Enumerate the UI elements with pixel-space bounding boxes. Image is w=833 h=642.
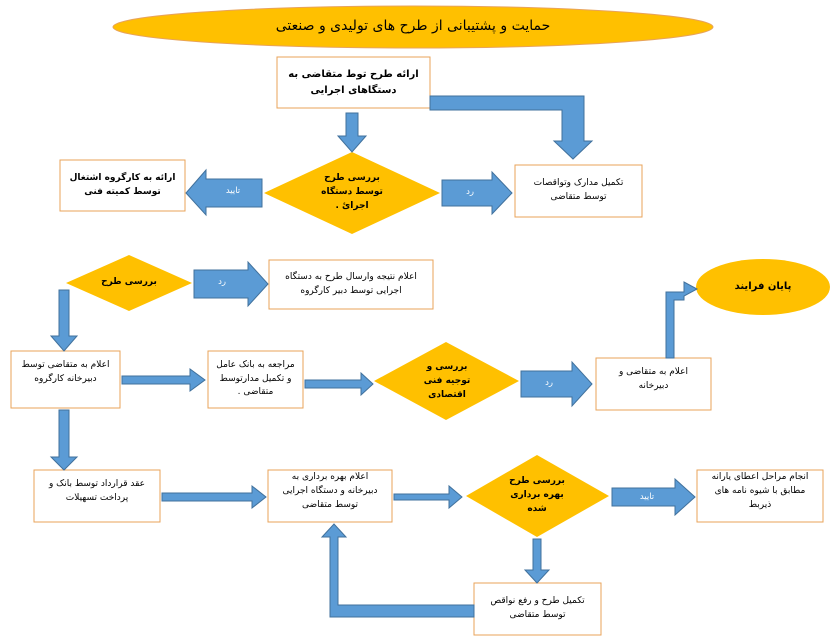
- page-title: حمایت و پشتیبانی از طرح های تولیدی و صنع…: [275, 18, 551, 35]
- arrow-label-approve-1: تایید: [225, 186, 241, 197]
- box-announce-result: [268, 259, 434, 310]
- box-visit-bank: [207, 350, 304, 409]
- label-end: پایان فرایند: [734, 281, 792, 293]
- label-contract: عقد قرارداد توسط بانک و پرداخت تسهیلات: [48, 479, 146, 503]
- label-announce-result: اعلام نتیجه وارسال طرح به دستگاه اجرایی …: [285, 271, 417, 296]
- arrow-notify-to-contract: [49, 409, 79, 471]
- box-notify-secretariat: [595, 357, 712, 411]
- label-submit-plan: ارائه طرح توط متقاضی به دستگاهای اجرایی: [288, 69, 419, 96]
- arrow-fix-to-report: [320, 523, 475, 618]
- box-report-usage: [267, 469, 393, 523]
- label-review-agency: بررسی طرح توسط دستگاه اجرائ .: [321, 173, 383, 211]
- arrow-to-end: [665, 281, 699, 359]
- arrows: [49, 95, 699, 618]
- label-fix-defects: تکمیل طرح و رفع نواقص توسط متقاضی: [490, 596, 585, 620]
- arrow-reject-3: [520, 360, 593, 408]
- end-ellipse: [696, 259, 830, 315]
- arrow-label-reject-2: رد: [218, 277, 226, 288]
- label-review-usage: بررسی طرح بهره برداری شده: [509, 476, 565, 514]
- label-notify-applicant: اعلام به متقاضی توسط دبیرخانه کارگروه: [21, 360, 110, 384]
- box-notify-applicant: [10, 350, 121, 409]
- arrow-label-approve-2: تایید: [639, 492, 655, 503]
- arrow-contract-to-report: [161, 484, 267, 510]
- arrow-submit-to-review: [336, 112, 368, 153]
- box-submit-plan: [276, 56, 431, 109]
- arrow-submit-to-docs: [429, 95, 594, 160]
- box-complete-docs: [514, 164, 643, 218]
- arrow-notify-to-bank: [121, 368, 206, 392]
- arrow-approve-1: [185, 168, 263, 217]
- label-complete-docs: تکمیل مدارک وتواقصات توسط متقاضی: [533, 178, 624, 202]
- arrow-approve-2: [611, 477, 696, 517]
- box-contract: [33, 469, 161, 523]
- diamond-review-usage: [466, 455, 609, 537]
- arrow-label-reject-3: رد: [545, 378, 553, 389]
- arrow-label-reject-1: رد: [466, 187, 474, 198]
- box-refer-committee: [59, 159, 186, 212]
- label-report-usage: اعلام بهره برداری به دبیرخانه و دستگاه ا…: [282, 472, 378, 510]
- label-visit-bank: مراجعه به بانک عامل و تکمیل مدارتوسط متق…: [216, 359, 295, 398]
- arrow-bank-to-tech: [304, 371, 374, 397]
- arrow-reject-2: [193, 260, 269, 308]
- diamond-tech-econ-review: [374, 342, 519, 420]
- label-review-plan: بررسی طرح: [101, 277, 157, 288]
- title-ellipse: [112, 5, 714, 49]
- arrow-reject-1: [441, 170, 513, 216]
- arrow-usage-to-fix: [523, 538, 551, 584]
- box-incentives: [696, 469, 824, 523]
- box-fix-defects: [473, 582, 602, 636]
- arrow-plan-to-notify: [49, 289, 79, 352]
- diamond-review-plan: [66, 255, 192, 311]
- diamond-review-agency: [264, 152, 440, 234]
- label-refer-committee: ارائه به کارگروه اشتغال توسط کمیته فنی: [69, 172, 176, 197]
- label-tech-econ-review: بررسی و توجیه فنی اقتصادی: [423, 362, 471, 400]
- label-incentives: انجام مراحل اعطای یارانه مطابق با شیوه ن…: [711, 472, 809, 510]
- arrow-report-to-review: [393, 484, 463, 510]
- label-notify-secretariat: اعلام به متقاضی و دبیرخانه: [618, 367, 689, 391]
